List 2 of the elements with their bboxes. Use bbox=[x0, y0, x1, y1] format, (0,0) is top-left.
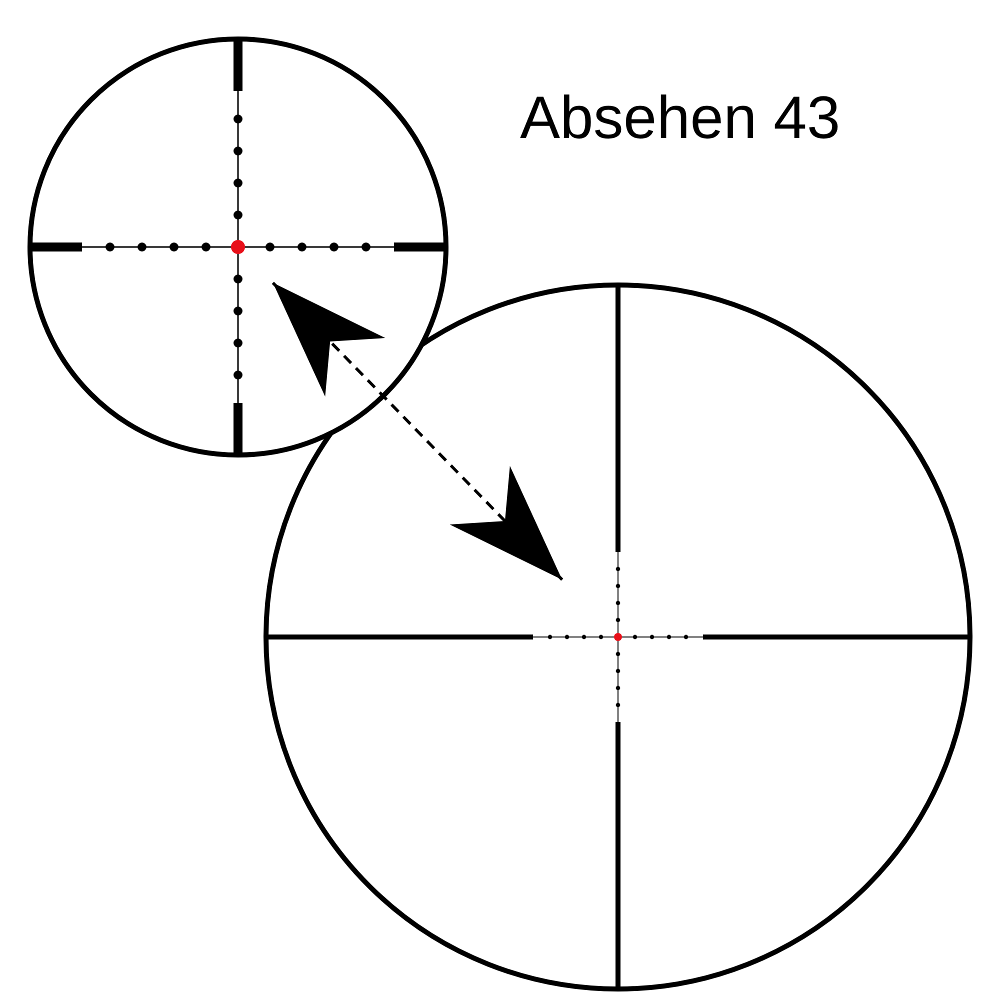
title: Absehen 43 bbox=[520, 83, 840, 153]
double-arrow bbox=[272, 282, 564, 581]
